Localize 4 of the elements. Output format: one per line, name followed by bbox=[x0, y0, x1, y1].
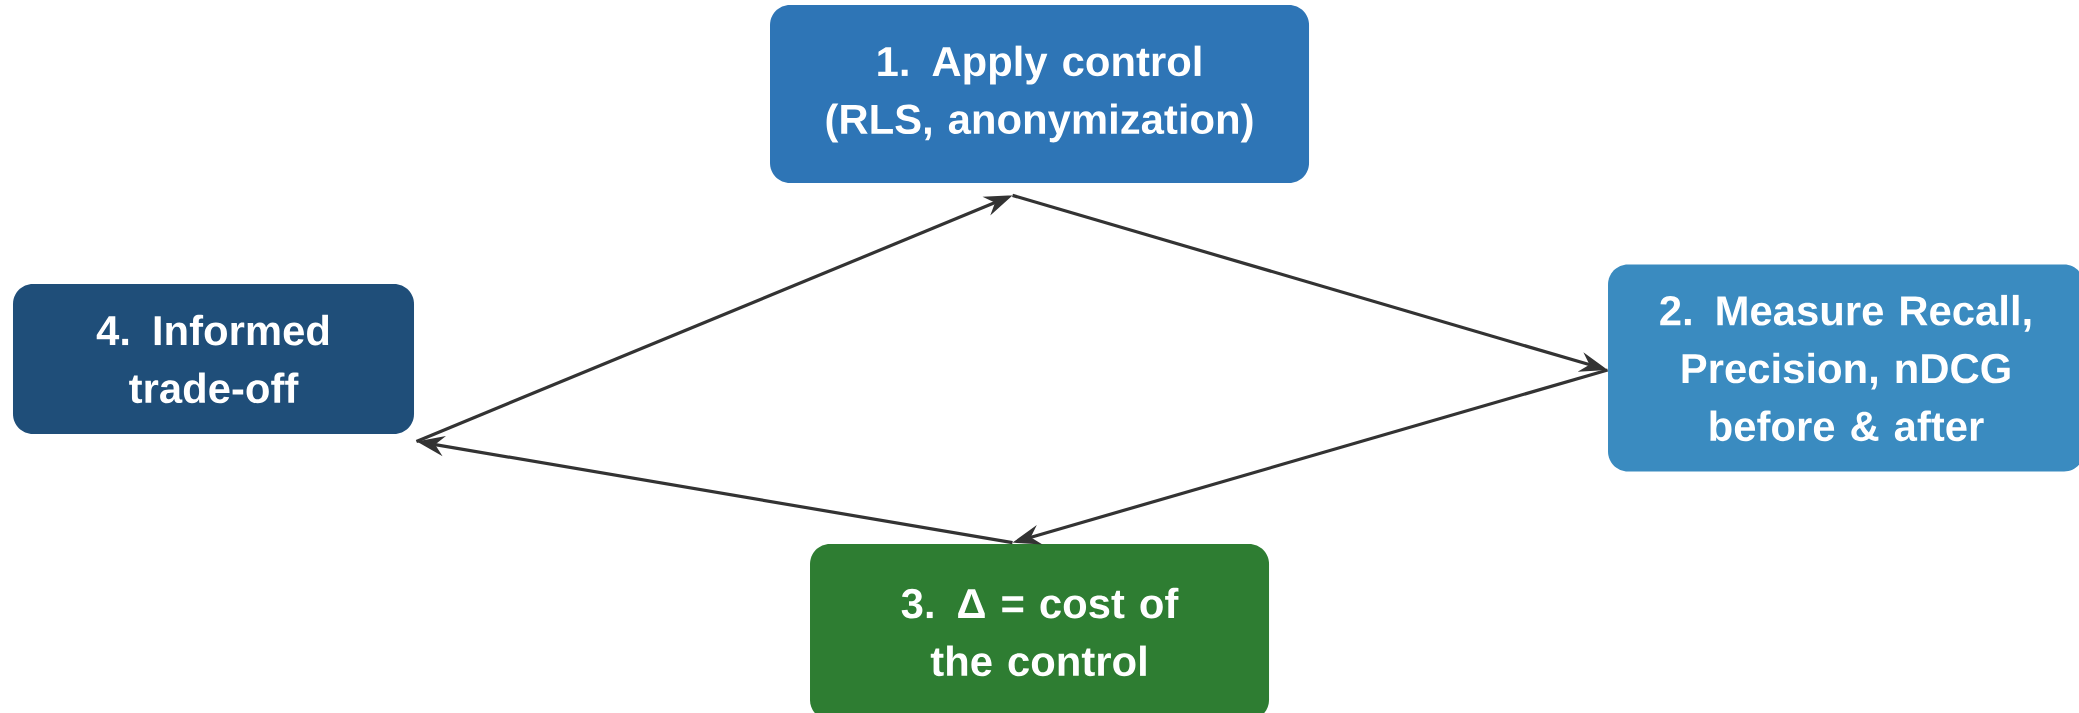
process-box: 4. Informed trade-off bbox=[13, 284, 414, 434]
process-box: 3. Δ = cost of the control bbox=[810, 544, 1270, 713]
process-box: 2. Measure Recall, Precision, nDCG before & after bbox=[1608, 264, 2079, 472]
process-box: 1. Apply control (RLS, anonymization) bbox=[770, 5, 1310, 183]
